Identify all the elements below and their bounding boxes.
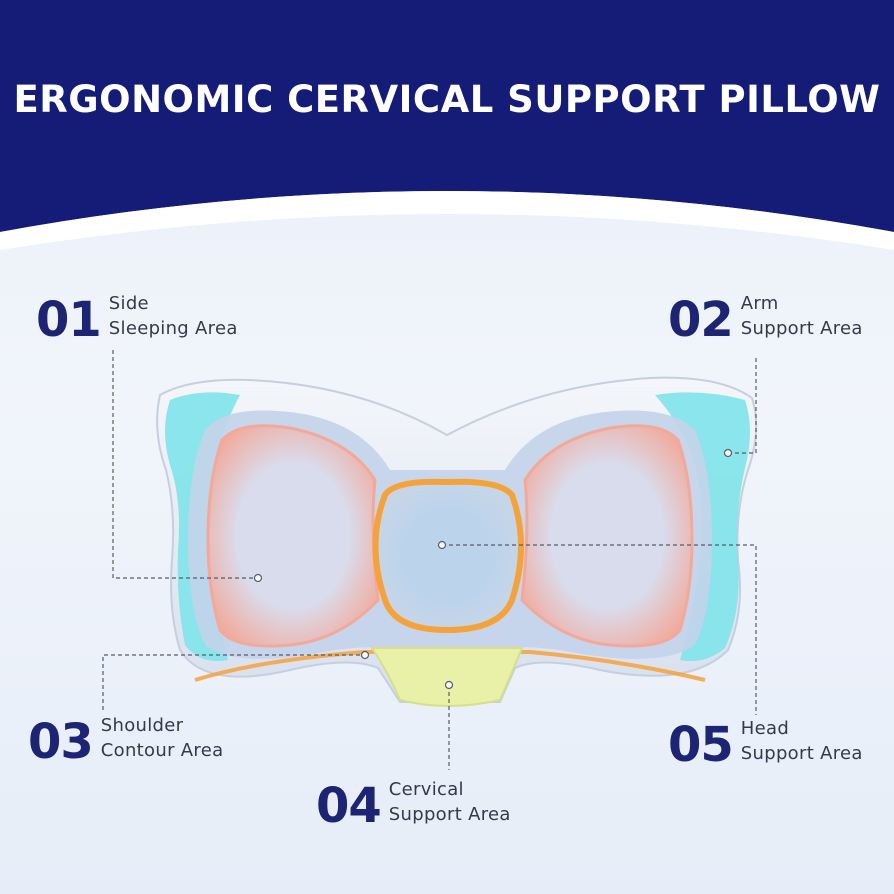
leader-lines bbox=[102, 350, 757, 770]
callout-label-line: Cervical bbox=[388, 779, 464, 800]
head-support-area bbox=[372, 478, 524, 634]
callout-label-line: Shoulder bbox=[100, 715, 184, 736]
side-sleeping-area-left bbox=[206, 424, 380, 648]
callout-shoulder-contour: 03 Shoulder Contour Area bbox=[28, 714, 223, 770]
callout-label-line: Sleeping Area bbox=[108, 318, 238, 339]
page-title: ERGONOMIC CERVICAL SUPPORT PILLOW bbox=[13, 78, 881, 121]
callout-label: Cervical Support Area bbox=[389, 777, 511, 827]
side-sleeping-area-right bbox=[520, 424, 694, 648]
callout-number: 04 bbox=[316, 778, 382, 834]
callout-label-line: Support Area bbox=[740, 743, 863, 764]
callout-label-line: Arm bbox=[740, 293, 779, 314]
callout-cervical-support: 04 Cervical Support Area bbox=[316, 778, 511, 834]
callout-label-line: Support Area bbox=[388, 804, 511, 825]
callout-label-line: Support Area bbox=[740, 318, 863, 339]
cervical-support-area bbox=[370, 647, 524, 707]
callout-arm-support: 02 Arm Support Area bbox=[668, 292, 863, 348]
callout-label-line: Contour Area bbox=[100, 740, 224, 761]
callout-head-support: 05 Head Support Area bbox=[668, 717, 863, 773]
callout-number: 03 bbox=[28, 714, 94, 770]
callout-label: Arm Support Area bbox=[741, 291, 863, 341]
header-banner: ERGONOMIC CERVICAL SUPPORT PILLOW bbox=[0, 0, 894, 260]
callout-number: 05 bbox=[668, 717, 734, 773]
callout-label-line: Side bbox=[108, 293, 149, 314]
callout-label-line: Head bbox=[740, 718, 790, 739]
callout-number: 01 bbox=[36, 292, 102, 348]
callout-side-sleeping: 01 Side Sleeping Area bbox=[36, 292, 238, 348]
marker-dots bbox=[253, 448, 733, 690]
callout-label: Side Sleeping Area bbox=[109, 291, 238, 341]
banner-shape bbox=[0, 0, 894, 250]
callout-number: 02 bbox=[668, 292, 734, 348]
callout-label: Shoulder Contour Area bbox=[101, 713, 224, 763]
callout-label: Head Support Area bbox=[741, 716, 863, 766]
